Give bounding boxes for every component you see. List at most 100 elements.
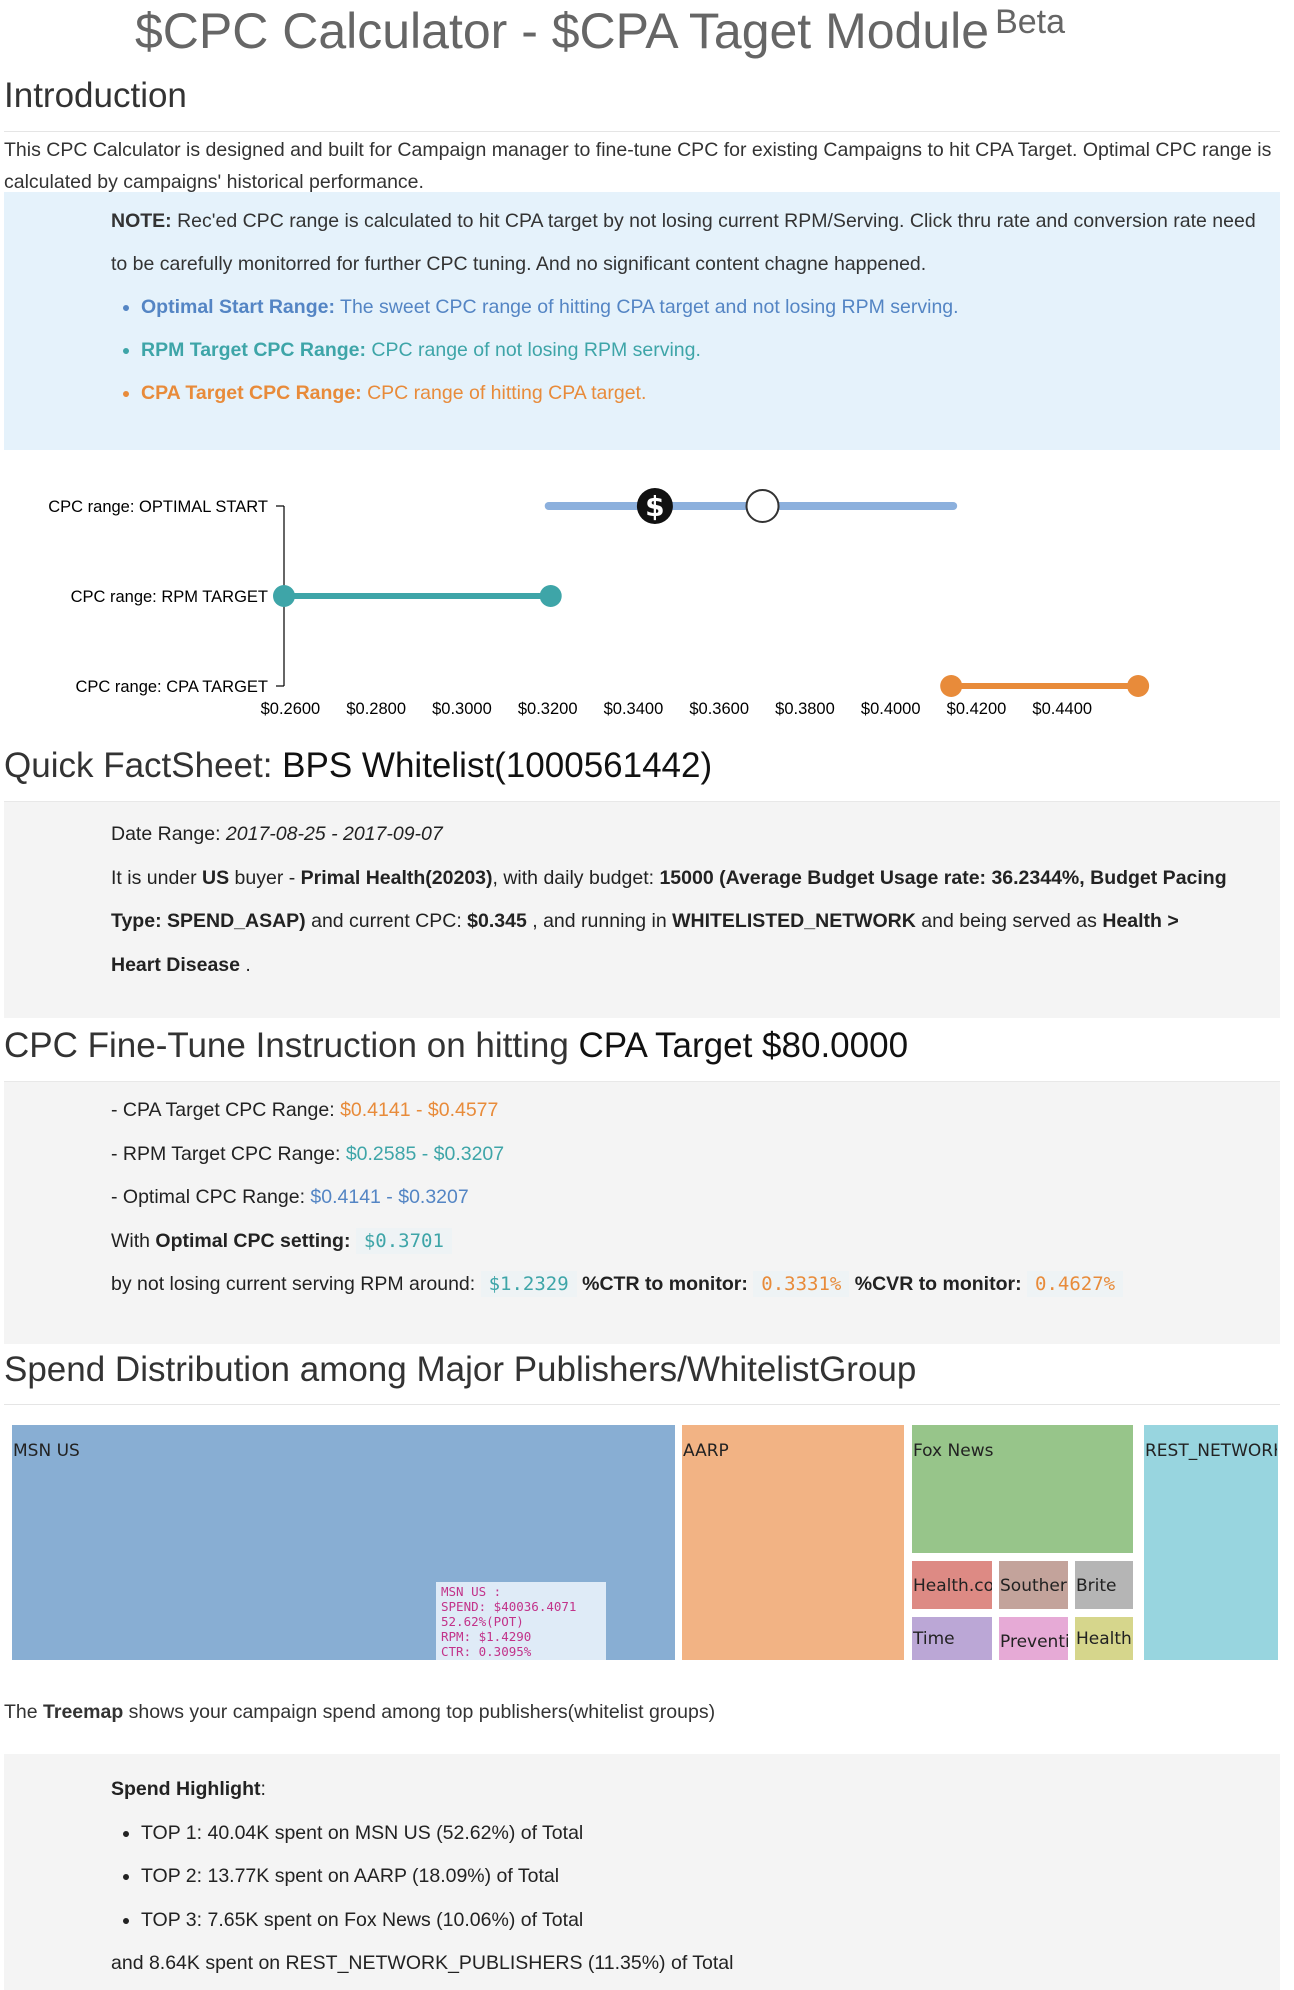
rpm-range-label: - RPM Target CPC Range: [111, 1142, 346, 1165]
y-tick-label: CPC range: CPA TARGET [75, 678, 268, 696]
intro-text: This CPC Calculator is designed and buil… [4, 139, 1272, 193]
treemap-tile[interactable]: Health.com [912, 1561, 992, 1609]
treemap-tile[interactable]: MSN US [12, 1425, 675, 1660]
tile-label: Health [1076, 1629, 1132, 1649]
optimal-cpc-value: $0.3701 [355, 1227, 452, 1254]
x-tick-label: $0.4000 [861, 700, 921, 718]
highlight-item: TOP 3: 7.65K spent on Fox News (10.06%) … [141, 1899, 1261, 1943]
factsheet-box: Date Range: 2017-08-25 - 2017-09-07 It i… [4, 801, 1280, 1018]
ctr-label: %CTR to monitor: [582, 1273, 748, 1295]
factsheet-details: It is under US buyer - Primal Health(202… [111, 857, 1231, 988]
caption-text: The [4, 1701, 44, 1723]
treemap-tile[interactable]: Prevention [999, 1617, 1068, 1660]
network-value: WHITELISTED_NETWORK [672, 910, 916, 932]
dollar-icon: $ [645, 490, 664, 523]
instruction-box: - CPA Target CPC Range: $0.4141 - $0.457… [4, 1081, 1280, 1344]
optimal-cpc-label: Optimal CPC setting: [155, 1229, 351, 1252]
date-range-label: Date Range: [111, 823, 226, 845]
intro-divider [4, 131, 1280, 132]
note-item-text: CPC range of not losing RPM serving. [371, 339, 701, 361]
x-tick-label: $0.4400 [1032, 700, 1092, 718]
optimal-cpc-marker [745, 489, 780, 523]
tile-label: Time [913, 1629, 955, 1649]
spend-divider [4, 1404, 1280, 1405]
note-item-label: CPA Target CPC Range: [141, 382, 362, 404]
intro-heading: Introduction [4, 76, 187, 115]
tile-label: Prevention [1000, 1632, 1068, 1652]
note-paragraph: NOTE: Rec'ed CPC range is calculated to … [111, 200, 1261, 286]
tile-label: MSN US [13, 1441, 80, 1461]
rpm-range-value: $0.2585 - $0.3207 [345, 1142, 505, 1165]
fs-text: , and running in [526, 910, 673, 932]
app-title: $CPC Calculator - $CPA Taget Module [134, 3, 990, 59]
date-range-value: 2017-08-25 - 2017-09-07 [225, 823, 443, 845]
highlight-colon: : [260, 1778, 266, 1800]
x-tick-label: $0.4200 [947, 700, 1007, 718]
tile-label: REST_NETWORK_PUBLISHERS [1145, 1441, 1277, 1461]
tile-label: Southern Living [1000, 1576, 1068, 1596]
note-item-text: The sweet CPC range of hitting CPA targe… [340, 296, 959, 318]
treemap-tile[interactable]: Southern Living [999, 1561, 1068, 1609]
y-tick-label: CPC range: OPTIMAL START [48, 498, 268, 516]
note-box: NOTE: Rec'ed CPC range is calculated to … [4, 192, 1280, 450]
note-label: NOTE: [111, 210, 172, 232]
fs-text: . [240, 953, 251, 976]
x-tick-label: $0.3000 [432, 700, 492, 718]
x-tick-label: $0.2800 [346, 700, 406, 718]
x-tick-label: $0.3400 [604, 700, 664, 718]
cvr-value: 0.4627% [1027, 1271, 1124, 1297]
note-item-cpa: CPA Target CPC Range: CPC range of hitti… [141, 372, 1261, 415]
treemap-tile[interactable]: Fox News [912, 1425, 1133, 1553]
caption-text: shows your campaign spend among top publ… [123, 1701, 716, 1723]
x-tick-label: $0.2600 [261, 700, 321, 718]
treemap-tile[interactable]: Health [1075, 1617, 1133, 1660]
instruction-heading-prefix: CPC Fine-Tune Instruction on hitting [4, 1026, 579, 1065]
range-start-dot [273, 585, 295, 607]
highlight-list: TOP 1: 40.04K spent on MSN US (52.62%) o… [111, 1812, 1261, 1943]
tile-label: Health.com [913, 1576, 992, 1596]
fs-text: It is under [111, 866, 203, 889]
treemap-tile[interactable]: AARP [682, 1425, 904, 1660]
x-tick-label: $0.3800 [775, 700, 835, 718]
current-cpc-marker [636, 488, 673, 524]
treemap-tile[interactable]: Time [912, 1617, 992, 1660]
optimal-range-value: $0.4141 - $0.3207 [310, 1186, 469, 1208]
with-label: With [111, 1229, 156, 1252]
cpa-target-value: CPA Target $80.0000 [578, 1026, 909, 1065]
optimal-range-line: - Optimal CPC Range: $0.4141 - $0.3207 [111, 1176, 1271, 1220]
rpm-around-label: by not losing current serving RPM around… [111, 1273, 476, 1295]
highlight-item: TOP 2: 13.77K spent on AARP (18.09%) of … [141, 1855, 1261, 1899]
category-value: Health > Heart Disease [111, 910, 1179, 976]
buyer-value: US [202, 866, 230, 889]
treemap-tile[interactable]: REST_NETWORK_PUBLISHERS [1144, 1425, 1278, 1660]
note-item-optimal: Optimal Start Range: The sweet CPC range… [141, 286, 1261, 329]
ctr-value: 0.3331% [753, 1271, 850, 1297]
tile-label: AARP [683, 1441, 729, 1461]
fs-text: buyer - [229, 866, 301, 889]
highlight-title: Spend Highlight [111, 1778, 261, 1800]
factsheet-heading: Quick FactSheet: BPS Whitelist(100056144… [4, 746, 712, 786]
highlight-item: TOP 1: 40.04K spent on MSN US (52.62%) o… [141, 1812, 1261, 1856]
tile-label: Fox News [913, 1441, 994, 1461]
caption-bold: Treemap [43, 1701, 124, 1723]
y-tick-label: CPC range: RPM TARGET [71, 588, 268, 606]
x-tick-label: $0.3200 [518, 700, 578, 718]
highlight-title-line: Spend Highlight: [111, 1768, 1261, 1812]
range-end-dot [539, 585, 562, 607]
treemap-tile[interactable]: Brite [1075, 1561, 1133, 1609]
cpa-range-label: - CPA Target CPC Range: [111, 1099, 341, 1121]
note-item-label: RPM Target CPC Range: [141, 339, 366, 361]
fs-text: and being served as [915, 910, 1103, 932]
treemap-caption: The Treemap shows your campaign spend am… [4, 1696, 715, 1728]
beta-badge: Beta [995, 3, 1066, 42]
cpc-range-chart: CPC range: OPTIMAL START CPC range: RPM T… [48, 488, 1150, 718]
spend-heading: Spend Distribution among Major Publisher… [4, 1350, 917, 1389]
factsheet-campaign-name: BPS Whitelist(1000561442) [282, 746, 713, 785]
rpm-around-value: $1.2329 [480, 1271, 577, 1297]
rpm-range-line: - RPM Target CPC Range: $0.2585 - $0.320… [111, 1133, 1271, 1177]
monitor-line: by not losing current serving RPM around… [111, 1263, 1271, 1307]
date-range: Date Range: 2017-08-25 - 2017-09-07 [111, 813, 1231, 857]
advertiser-value: Primal Health(20203) [300, 866, 493, 889]
range-start-dot [940, 675, 963, 697]
